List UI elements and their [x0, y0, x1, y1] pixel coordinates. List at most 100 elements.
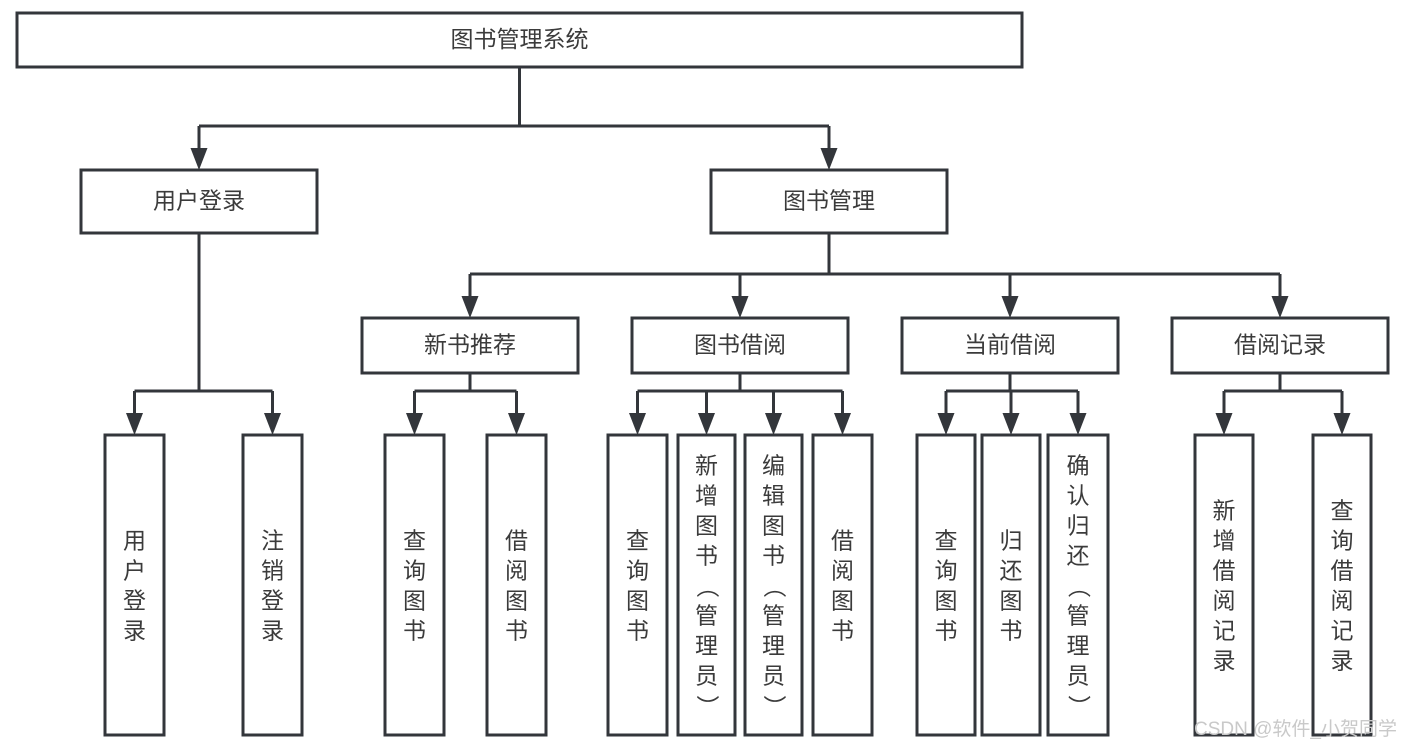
arrow-head-icon	[264, 413, 281, 435]
arrow-head-icon	[126, 413, 143, 435]
node-label-char: 图	[695, 512, 718, 538]
node-root[interactable]: 图书管理系统	[15, 11, 1024, 69]
node-book-manage[interactable]: 图书管理	[709, 168, 949, 235]
node-box	[676, 433, 737, 737]
node-current-borrow[interactable]: 当前借阅	[900, 316, 1120, 375]
node-box	[1311, 433, 1373, 737]
node-label-char: 管	[762, 602, 785, 628]
node-box	[360, 316, 580, 375]
node-box	[79, 168, 319, 235]
node-box	[103, 433, 166, 737]
node-new-book-rec[interactable]: 新书推荐	[360, 316, 580, 375]
node-label-char: 登	[123, 587, 146, 613]
node-box	[980, 433, 1042, 737]
node-label-char: 管	[1067, 602, 1090, 628]
node-label-char: 增	[695, 482, 718, 508]
arrow-head-icon	[190, 148, 208, 170]
arrow-head-icon	[765, 413, 782, 435]
node-book-borrow[interactable]: 图书借阅	[630, 316, 850, 375]
node-label-char: 图	[626, 587, 649, 613]
node-label-char: 图	[935, 587, 958, 613]
node-label-char: 用	[123, 527, 146, 553]
node-label-char: 还	[1000, 557, 1023, 583]
node-label-char: 记	[1331, 617, 1354, 643]
node-label: 用户登录	[153, 188, 245, 214]
node-box	[485, 433, 548, 737]
node-label-char: 增	[1213, 527, 1236, 553]
node-box	[15, 11, 1024, 69]
arrow-head-icon	[1069, 413, 1087, 435]
node-label-char: 询	[935, 557, 958, 583]
node-label-char: 书	[762, 542, 785, 568]
node-box	[606, 433, 669, 737]
node-label: 图书管理系统	[451, 26, 589, 52]
node-layer: 图书管理系统用户登录图书管理新书推荐图书借阅当前借阅借阅记录用户登录注销登录查询…	[15, 11, 1390, 737]
node-label-char: 归	[1067, 512, 1090, 538]
node-label-char: 书	[935, 617, 958, 643]
node-label-char: （	[695, 575, 721, 598]
node-box	[1170, 316, 1390, 375]
node-label-char: 书	[695, 542, 718, 568]
node-label-char: 录	[1213, 647, 1236, 673]
node-label-char: 登	[261, 587, 284, 613]
node-label-char: 辑	[762, 482, 785, 508]
arrow-head-icon	[937, 413, 955, 435]
node-label-char: 录	[123, 617, 146, 643]
node-box	[383, 433, 446, 737]
arrow-head-icon	[1333, 413, 1351, 435]
node-label-char: 询	[1331, 527, 1354, 553]
node-box	[630, 316, 850, 375]
node-label-char: 员	[1067, 662, 1090, 688]
node-box	[900, 316, 1120, 375]
node-label-char: 注	[261, 527, 284, 553]
node-label-char: 阅	[1331, 587, 1354, 613]
node-label-char: 编	[762, 452, 785, 478]
node-label-char: ）	[1066, 695, 1092, 718]
arrow-head-icon	[461, 296, 479, 318]
node-label-char: 查	[1331, 497, 1354, 523]
node-label-char: 记	[1213, 617, 1236, 643]
node-label-char: 查	[403, 527, 426, 553]
node-box	[915, 433, 977, 737]
node-label-char: 图	[403, 587, 426, 613]
node-borrow-record[interactable]: 借阅记录	[1170, 316, 1390, 375]
node-label-char: 图	[762, 512, 785, 538]
node-label-char: 询	[626, 557, 649, 583]
node-label-char: 还	[1067, 542, 1090, 568]
node-label-char: （	[1066, 575, 1092, 598]
node-label-char: 录	[1331, 647, 1354, 673]
node-label: 新书推荐	[424, 332, 516, 358]
arrow-head-icon	[1002, 413, 1020, 435]
node-box	[1193, 433, 1255, 737]
node-label-char: 借	[831, 527, 854, 553]
node-label-char: 借	[505, 527, 528, 553]
node-user-login[interactable]: 用户登录	[79, 168, 319, 235]
arrow-head-icon	[731, 296, 749, 318]
arrow-head-icon	[406, 413, 423, 435]
node-label-char: 阅	[1213, 587, 1236, 613]
node-label-char: 新	[1213, 497, 1236, 523]
node-box	[241, 433, 304, 737]
node-label-char: 销	[261, 557, 284, 583]
node-label-char: 图	[1000, 587, 1023, 613]
arrow-head-icon	[508, 413, 525, 435]
node-label-char: 理	[1067, 632, 1090, 658]
node-label-char: 员	[762, 662, 785, 688]
node-label-char: 书	[831, 617, 854, 643]
node-leaf-user-login[interactable]: 用户登录	[103, 433, 166, 737]
node-box	[1046, 433, 1110, 737]
node-label-char: 员	[695, 662, 718, 688]
node-label-char: 查	[626, 527, 649, 553]
